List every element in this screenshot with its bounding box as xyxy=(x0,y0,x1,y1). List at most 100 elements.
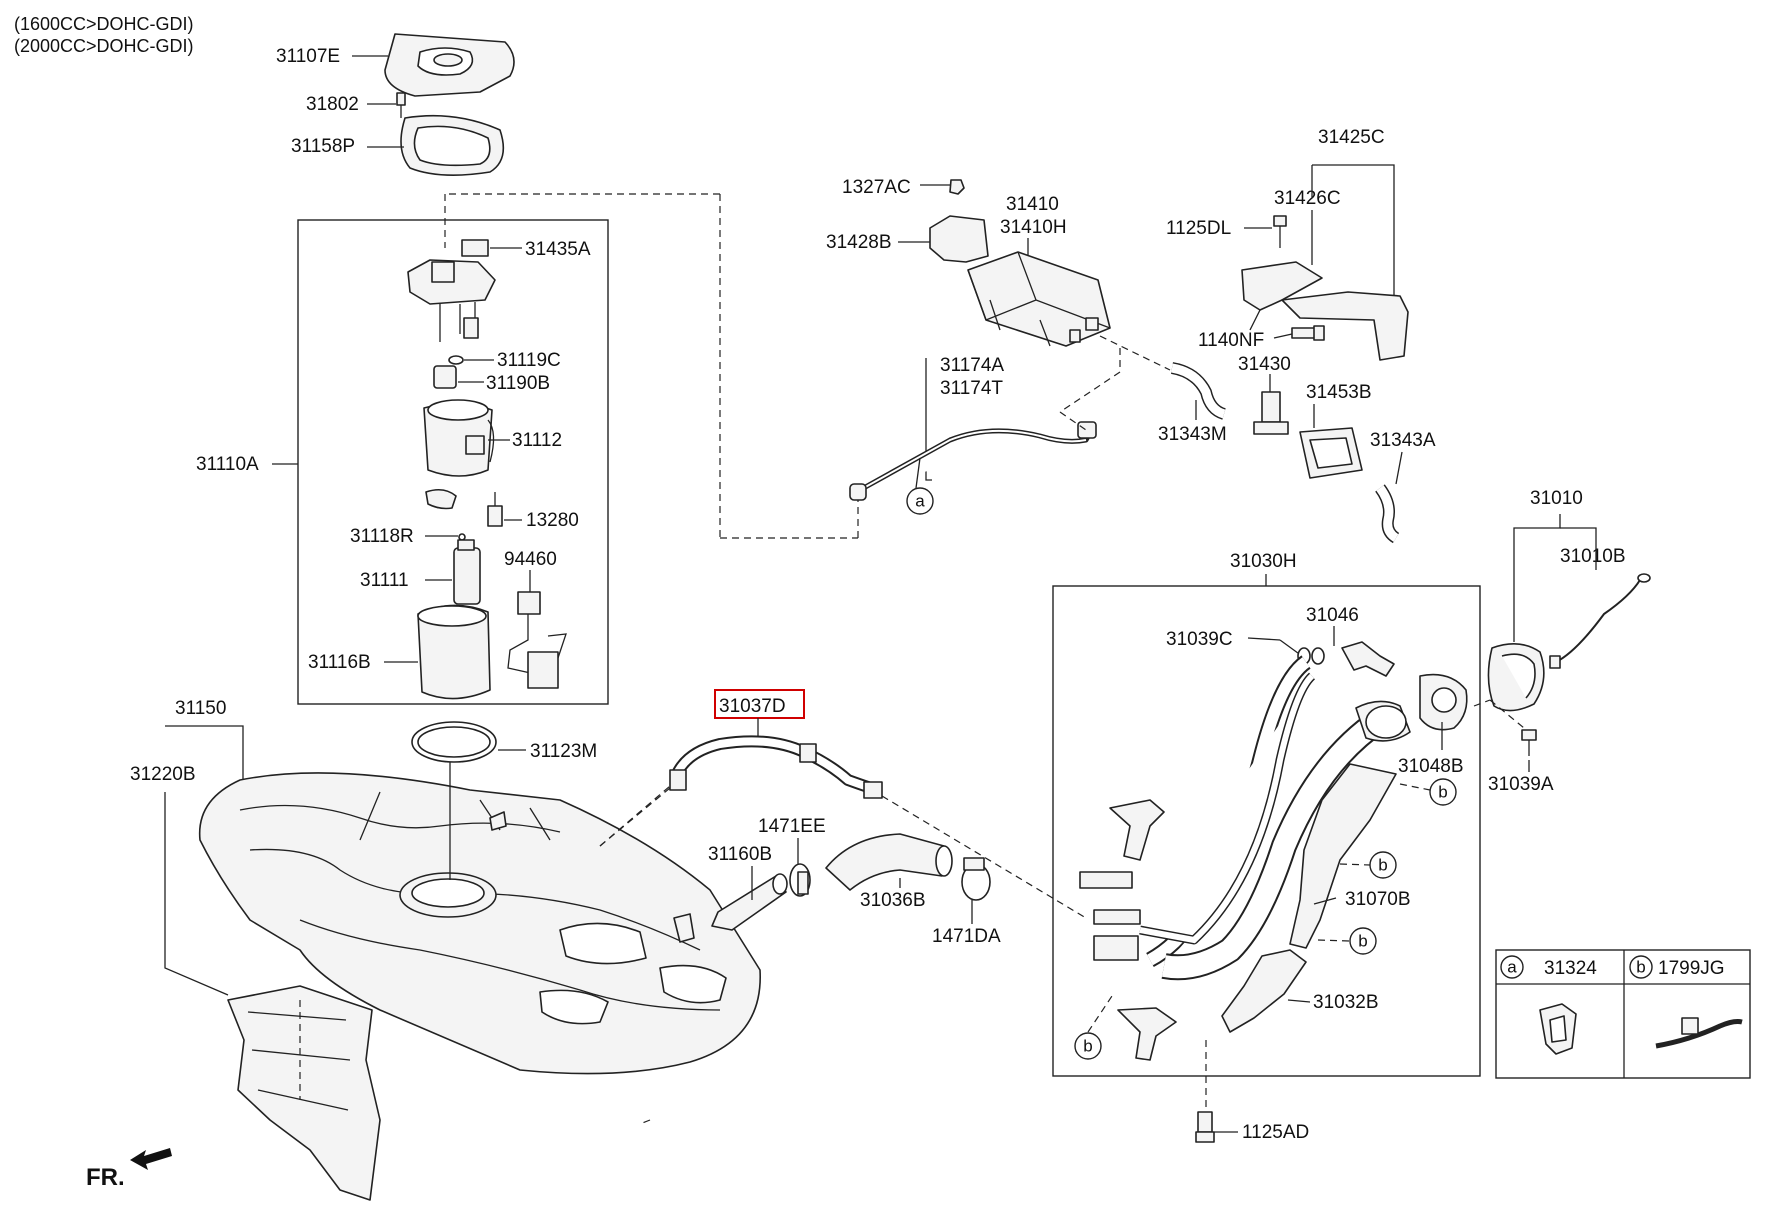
label-31112[interactable]: 31112 xyxy=(512,430,562,451)
label-31119C[interactable]: 31119C xyxy=(497,350,561,371)
hose-part-31343M[interactable] xyxy=(1170,362,1227,420)
label-31158P[interactable]: 31158P xyxy=(291,136,355,157)
label-1327AC[interactable]: 1327AC xyxy=(842,177,911,198)
filter-part-31118R[interactable] xyxy=(425,488,466,541)
lock-ring-part[interactable] xyxy=(400,114,505,176)
legend-table xyxy=(1495,949,1751,1079)
label-31426C[interactable]: 31426C xyxy=(1274,188,1341,209)
label-1471EE[interactable]: 1471EE xyxy=(758,816,826,837)
tether-part-31010B[interactable] xyxy=(1549,573,1651,669)
bolt-part-1140NF[interactable] xyxy=(1291,325,1325,341)
label-94460[interactable]: 94460 xyxy=(504,549,557,570)
label-31111[interactable]: 31111 xyxy=(360,570,409,591)
filter-part-31453B[interactable] xyxy=(1299,427,1363,479)
label-31802[interactable]: 31802 xyxy=(306,94,359,115)
bolt-part-1125AD[interactable] xyxy=(1195,1111,1215,1143)
tie-part-1799JG[interactable] xyxy=(1655,1017,1743,1049)
label-31425C[interactable]: 31425C xyxy=(1318,127,1385,148)
clamp-part-1471DA[interactable] xyxy=(961,857,991,901)
label-31030H[interactable]: 31030H xyxy=(1230,551,1297,572)
label-31036B[interactable]: 31036B xyxy=(860,890,926,911)
callout-a-hose[interactable]: a xyxy=(906,487,934,515)
reservoir-part-31116B[interactable] xyxy=(417,604,491,700)
label-31110A[interactable]: 31110A xyxy=(196,454,259,475)
svg-text:a: a xyxy=(1507,958,1517,977)
filler-neck-part[interactable] xyxy=(1079,655,1411,981)
label-31116B[interactable]: 31116B xyxy=(308,652,371,673)
clamp-part-1471EE[interactable] xyxy=(789,863,811,897)
label-31150[interactable]: 31150 xyxy=(175,698,226,719)
sender-part-94460[interactable] xyxy=(507,591,567,689)
label-13280[interactable]: 13280 xyxy=(526,510,579,531)
legend-a-code[interactable]: 31324 xyxy=(1544,958,1597,979)
label-31070B[interactable]: 31070B xyxy=(1345,889,1411,910)
sensor-part-13280[interactable] xyxy=(487,492,503,527)
legend-b-code[interactable]: 1799JG xyxy=(1658,958,1725,979)
valve-part-31430[interactable] xyxy=(1253,391,1289,435)
label-31190B[interactable]: 31190B xyxy=(486,373,550,394)
gasket-part-31123M[interactable] xyxy=(411,721,497,763)
gasket-part-31048B[interactable] xyxy=(1419,673,1468,731)
label-31039A[interactable]: 31039A xyxy=(1488,774,1554,795)
clip-part-31324[interactable] xyxy=(1539,1003,1577,1055)
label-31174T[interactable]: 31174T xyxy=(940,378,1003,399)
label-31428B[interactable]: 31428B xyxy=(826,232,892,253)
screw-part-31039A[interactable] xyxy=(1521,729,1537,756)
label-31010B[interactable]: 31010B xyxy=(1560,546,1626,567)
callout-b-3[interactable]: b xyxy=(1349,927,1377,955)
bracket-part-lower[interactable] xyxy=(1117,1007,1177,1061)
label-1140NF[interactable]: 1140NF xyxy=(1198,330,1264,351)
regulator-part-31190B[interactable] xyxy=(433,365,457,389)
hose-part-31036B[interactable] xyxy=(825,833,953,891)
label-31453B[interactable]: 31453B xyxy=(1306,382,1372,403)
label-31174A[interactable]: 31174A xyxy=(940,355,1004,376)
label-1125AD[interactable]: 1125AD xyxy=(1242,1122,1309,1143)
label-31123M[interactable]: 31123M xyxy=(530,741,597,762)
label-31048B[interactable]: 31048B xyxy=(1398,756,1464,777)
fuel-cap-part[interactable] xyxy=(1487,643,1545,712)
label-31160B[interactable]: 31160B xyxy=(708,844,772,865)
label-31039C[interactable]: 31039C xyxy=(1166,629,1233,650)
callout-b-2[interactable]: b xyxy=(1369,851,1397,879)
hose-part-31343A[interactable] xyxy=(1375,484,1400,544)
pump-cover-part[interactable] xyxy=(384,33,515,97)
pipe-part-31160B[interactable] xyxy=(711,873,788,931)
vapor-hose-part-31174[interactable] xyxy=(849,421,1097,501)
connector-part-31046[interactable] xyxy=(1341,641,1395,677)
motor-part-31111[interactable] xyxy=(453,539,481,605)
heat-shield-part[interactable] xyxy=(227,985,381,1201)
label-31032B[interactable]: 31032B xyxy=(1313,992,1379,1013)
label-31037D[interactable]: 31037D xyxy=(719,696,786,717)
label-31343M[interactable]: 31343M xyxy=(1158,424,1227,445)
bracket-part-31425C[interactable] xyxy=(1241,261,1409,361)
callout-b-1[interactable]: b xyxy=(1429,778,1457,806)
bracket-part-upper[interactable] xyxy=(1109,799,1165,861)
label-31430[interactable]: 31430 xyxy=(1238,354,1291,375)
protector-part-31032B[interactable] xyxy=(1221,949,1307,1033)
label-31410[interactable]: 31410 xyxy=(1006,194,1059,215)
bolt-part-1125DL[interactable] xyxy=(1273,215,1287,248)
protector-part-31070B[interactable] xyxy=(1289,763,1397,949)
label-31220B[interactable]: 31220B xyxy=(130,764,196,785)
connector-part-31435A[interactable] xyxy=(461,239,489,257)
return-hose-part-31037D[interactable] xyxy=(669,735,883,799)
pump-body-part-31112[interactable] xyxy=(423,399,495,477)
label-31046[interactable]: 31046 xyxy=(1306,605,1359,626)
nut-part-1327AC[interactable] xyxy=(949,179,965,195)
label-1125DL[interactable]: 1125DL xyxy=(1166,218,1231,239)
oring-part-31119C[interactable] xyxy=(448,355,464,365)
label-31343A[interactable]: 31343A xyxy=(1370,430,1436,451)
fuel-tank-part[interactable] xyxy=(198,772,761,1075)
canister-part-31410[interactable] xyxy=(967,251,1111,347)
label-31010[interactable]: 31010 xyxy=(1530,488,1583,509)
label-1471DA[interactable]: 1471DA xyxy=(932,926,1001,947)
label-31435A[interactable]: 31435A xyxy=(525,239,591,260)
pump-flange-part[interactable] xyxy=(407,259,496,342)
callout-b-4[interactable]: b xyxy=(1074,1032,1102,1060)
label-31118R[interactable]: 31118R xyxy=(350,526,414,547)
engine-note-2000cc: (2000CC>DOHC-GDI) xyxy=(14,36,194,56)
screw-part-31802[interactable] xyxy=(396,92,406,118)
label-31410H[interactable]: 31410H xyxy=(1000,217,1067,238)
label-31107E[interactable]: 31107E xyxy=(276,46,340,67)
bracket-part-31428B[interactable] xyxy=(929,215,989,263)
